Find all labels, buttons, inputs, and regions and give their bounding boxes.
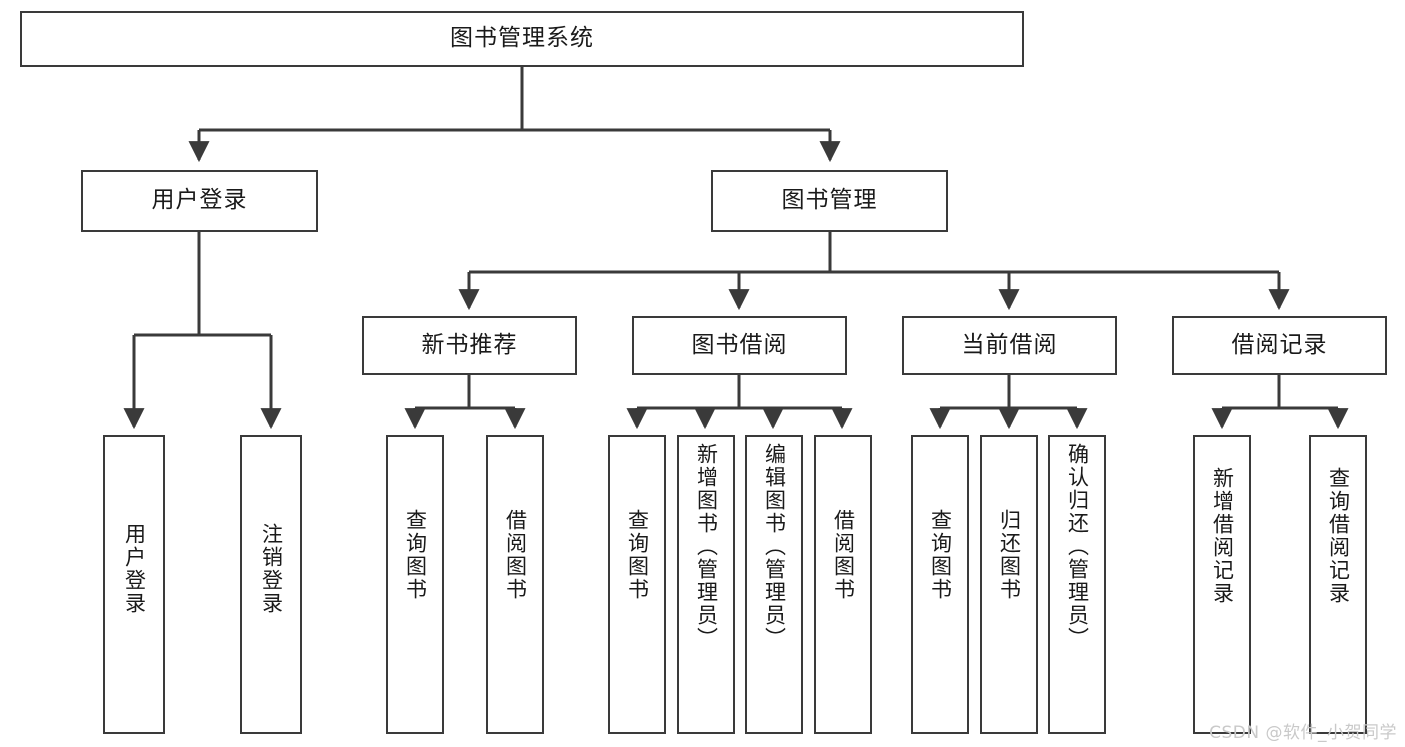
leaf-current-borrow-query[interactable]: 查询图书 — [911, 435, 969, 734]
node-new-book-recommend[interactable]: 新书推荐 — [362, 316, 577, 375]
leaf-book-borrow-query[interactable]: 查询图书 — [608, 435, 666, 734]
node-book-manage-label: 图书管理 — [781, 187, 878, 214]
leaf-borrow-records-add-label: 新增借阅记录 — [1210, 467, 1235, 605]
leaf-new-book-borrow[interactable]: 借阅图书 — [486, 435, 544, 734]
node-new-book-recommend-label: 新书推荐 — [421, 331, 518, 358]
node-book-manage[interactable]: 图书管理 — [711, 170, 948, 232]
leaf-borrow-records-query[interactable]: 查询借阅记录 — [1309, 435, 1367, 734]
node-current-borrow-label: 当前借阅 — [961, 331, 1058, 358]
leaf-book-borrow-edit[interactable]: 编辑图书（管理员） — [745, 435, 803, 734]
leaf-borrow-records-query-label: 查询借阅记录 — [1326, 467, 1351, 605]
leaf-new-book-query-label: 查询图书 — [403, 509, 428, 601]
leaf-borrow-records-add[interactable]: 新增借阅记录 — [1193, 435, 1251, 734]
leaf-book-borrow-add[interactable]: 新增图书（管理员） — [677, 435, 735, 734]
leaf-book-borrow-edit-label: 编辑图书（管理员） — [762, 443, 787, 650]
leaf-current-borrow-confirm-label: 确认归还（管理员） — [1065, 443, 1090, 650]
node-user-login[interactable]: 用户登录 — [81, 170, 318, 232]
node-user-login-label: 用户登录 — [151, 187, 248, 214]
leaf-book-borrow-borrow[interactable]: 借阅图书 — [814, 435, 872, 734]
leaf-current-borrow-return[interactable]: 归还图书 — [980, 435, 1038, 734]
leaf-user-login-logout[interactable]: 注销登录 — [240, 435, 302, 734]
leaf-book-borrow-query-label: 查询图书 — [625, 509, 650, 601]
leaf-new-book-query[interactable]: 查询图书 — [386, 435, 444, 734]
node-book-borrow[interactable]: 图书借阅 — [632, 316, 847, 375]
leaf-current-borrow-confirm[interactable]: 确认归还（管理员） — [1048, 435, 1106, 734]
leaf-user-login-login-label: 用户登录 — [122, 523, 147, 615]
node-book-borrow-label: 图书借阅 — [691, 331, 788, 358]
node-root-system-label: 图书管理系统 — [450, 25, 594, 52]
node-root-system[interactable]: 图书管理系统 — [20, 11, 1024, 67]
leaf-book-borrow-borrow-label: 借阅图书 — [831, 509, 856, 601]
leaf-book-borrow-add-label: 新增图书（管理员） — [694, 443, 719, 650]
leaf-current-borrow-return-label: 归还图书 — [997, 509, 1022, 601]
node-borrow-records[interactable]: 借阅记录 — [1172, 316, 1387, 375]
leaf-user-login-login[interactable]: 用户登录 — [103, 435, 165, 734]
leaf-user-login-logout-label: 注销登录 — [259, 523, 284, 615]
leaf-new-book-borrow-label: 借阅图书 — [503, 509, 528, 601]
leaf-current-borrow-query-label: 查询图书 — [928, 509, 953, 601]
node-borrow-records-label: 借阅记录 — [1231, 331, 1328, 358]
node-current-borrow[interactable]: 当前借阅 — [902, 316, 1117, 375]
